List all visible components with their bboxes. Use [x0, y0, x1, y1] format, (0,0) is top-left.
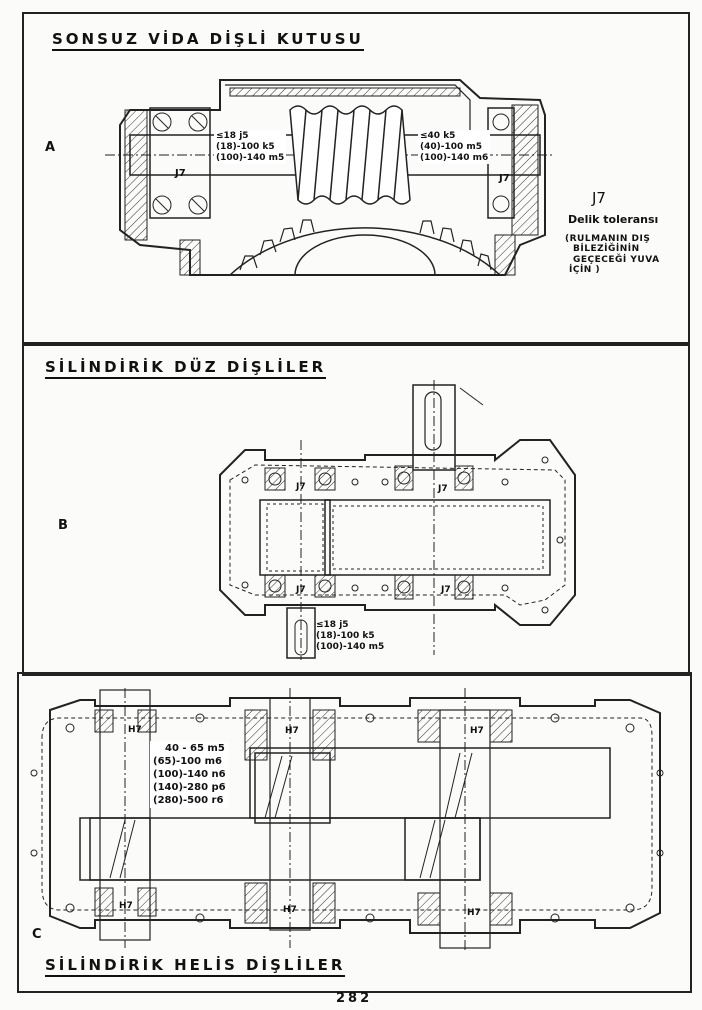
tol-line: (18)-100 k5 [216, 141, 275, 152]
tol-line: (65)-100 m6 [153, 756, 222, 767]
helical-gearbox-drawing [30, 688, 664, 950]
section-a-title: SONSUZ VİDA DİŞLİ KUTUSU [52, 30, 364, 51]
section-b-fit-bottom-right: J7 [441, 585, 451, 595]
section-a-frame [22, 12, 690, 346]
note-line: İÇİN ) [569, 265, 601, 276]
tol-line: ≤40 k5 [420, 131, 456, 141]
section-a-fit-left: J7 [175, 168, 186, 179]
j7-note-symbol: J7 [592, 189, 606, 207]
section-a-fit-right: J7 [499, 173, 510, 184]
section-a-shaft-right-tolerances: ≤40 k5 (40)-100 m5 (100)-140 m6 [418, 130, 491, 165]
section-c-fit-bottom-1: H7 [119, 901, 133, 911]
tol-line: (100)-140 m5 [316, 641, 385, 652]
tol-line: (140)-280 p6 [153, 782, 226, 793]
section-c-fit-top-1: H7 [128, 725, 142, 735]
section-b-fit-top-right: J7 [438, 484, 448, 494]
section-c-label: C [32, 927, 42, 942]
section-b-fit-top-left: J7 [296, 482, 306, 492]
section-b-frame [22, 342, 690, 676]
tol-line: (40)-100 m5 [420, 141, 483, 152]
tol-line: ≤18 j5 [316, 620, 349, 630]
page-number: 282 [336, 991, 373, 1006]
section-c-frame [17, 672, 692, 993]
tol-line: (100)-140 n6 [153, 769, 226, 780]
section-b-shaft-tolerances: ≤18 j5 (18)-100 k5 (100)-140 m5 [316, 620, 384, 652]
tol-line: 40 - 65 m5 [165, 743, 225, 754]
note-line: BİLEZİĞİNİN [573, 244, 640, 255]
section-a-shaft-left-tolerances: ≤18 j5 (18)-100 k5 (100)-140 m5 [214, 130, 287, 165]
j7-note-body: (RULMANIN DIŞ BİLEZİĞİNİN GEÇECEĞİ YUVA … [565, 234, 660, 275]
note-line: GEÇECEĞİ YUVA [573, 254, 660, 265]
section-c-fit-top-2: H7 [285, 726, 299, 736]
worm-gearbox-drawing [105, 79, 555, 276]
section-c-title: SİLİNDİRİK HELİS DİŞLİLER [45, 956, 346, 977]
tol-line: (18)-100 k5 [316, 630, 375, 641]
tol-line: ≤18 j5 [216, 131, 249, 141]
note-line: (RULMANIN DIŞ [565, 234, 651, 244]
section-c-fit-bottom-2: H7 [283, 905, 297, 915]
spur-gearbox-drawing [219, 380, 576, 660]
tol-line: (280)-500 r6 [153, 795, 224, 806]
section-c-fit-bottom-3: H7 [467, 908, 481, 918]
j7-note-title: Delik toleransı [568, 213, 659, 226]
tol-line: (100)-140 m5 [216, 152, 285, 163]
section-c-fit-top-3: H7 [470, 726, 484, 736]
section-b-label: B [58, 518, 68, 533]
section-b-title: SİLİNDİRİK DÜZ DİŞLİLER [45, 358, 327, 379]
section-a-label: A [45, 140, 56, 155]
section-c-shaft-tolerances: 40 - 65 m5 (65)-100 m6 (100)-140 n6 (140… [150, 741, 229, 808]
section-b-fit-bottom-left: J7 [296, 585, 306, 595]
tol-line: (100)-140 m6 [420, 152, 489, 163]
